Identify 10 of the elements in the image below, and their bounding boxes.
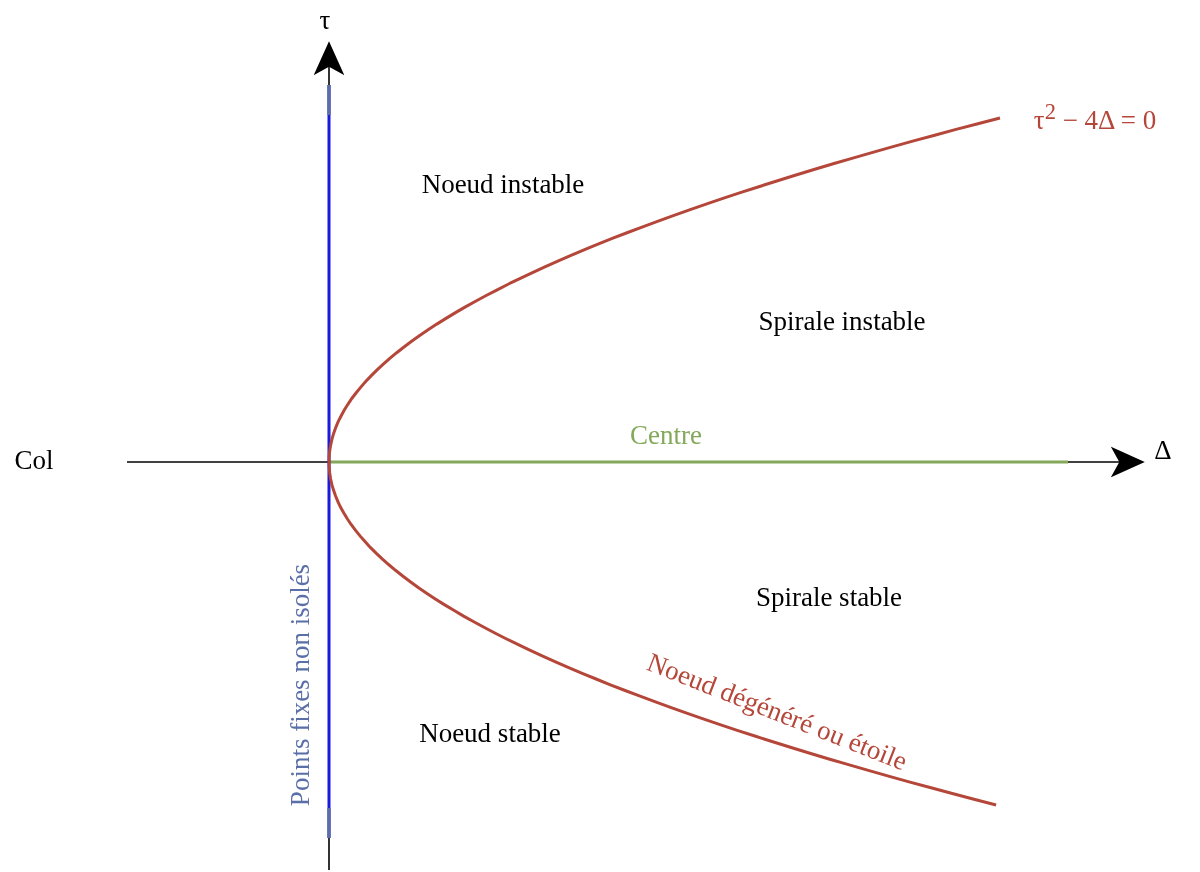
axis-label: τ xyxy=(319,6,331,34)
region-label: Noeud instable xyxy=(421,170,585,198)
curve-equation: τ$^{2}$ − 4Δ = 0 xyxy=(1033,100,1157,134)
region-label: Spirale instable xyxy=(758,307,926,335)
region-label: Col xyxy=(14,446,54,474)
region-label: Spirale stable xyxy=(755,583,903,611)
line-label: Centre xyxy=(630,421,702,449)
axis-label: Δ xyxy=(1154,436,1172,464)
region-label: Noeud stable xyxy=(419,719,561,747)
line-label: Points fixes non isolés xyxy=(286,563,314,807)
